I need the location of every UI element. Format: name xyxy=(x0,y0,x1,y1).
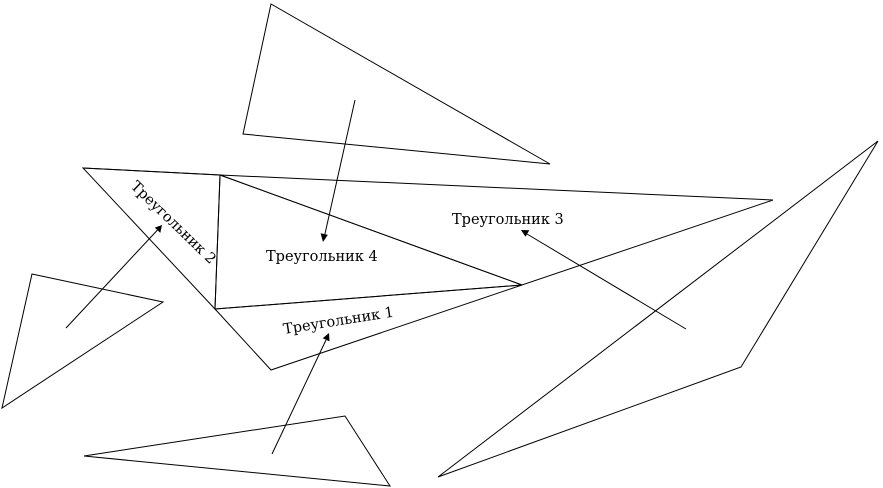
arrow-to-triangle-4 xyxy=(320,99,356,242)
arrow-to-triangle-1 xyxy=(271,333,330,455)
composite-figure xyxy=(81,167,774,371)
source-triangle-right xyxy=(437,140,879,478)
label-triangle-1: Треугольник 1 xyxy=(282,305,395,338)
composite-top-edge xyxy=(82,167,221,176)
arrow-to-triangle-3 xyxy=(521,230,687,330)
label-triangle-2: Треугольник 2 xyxy=(127,178,218,267)
piece-triangle-1 xyxy=(213,284,523,371)
source-triangle-bottom xyxy=(83,415,391,487)
arrow-to-triangle-2 xyxy=(65,225,162,329)
label-triangle-4: Треугольник 4 xyxy=(266,249,378,265)
source-triangle-top xyxy=(242,3,551,165)
source-triangle-left xyxy=(1,273,165,410)
label-triangle-3: Треугольник 3 xyxy=(452,212,564,228)
piece-triangle-3 xyxy=(219,174,774,286)
